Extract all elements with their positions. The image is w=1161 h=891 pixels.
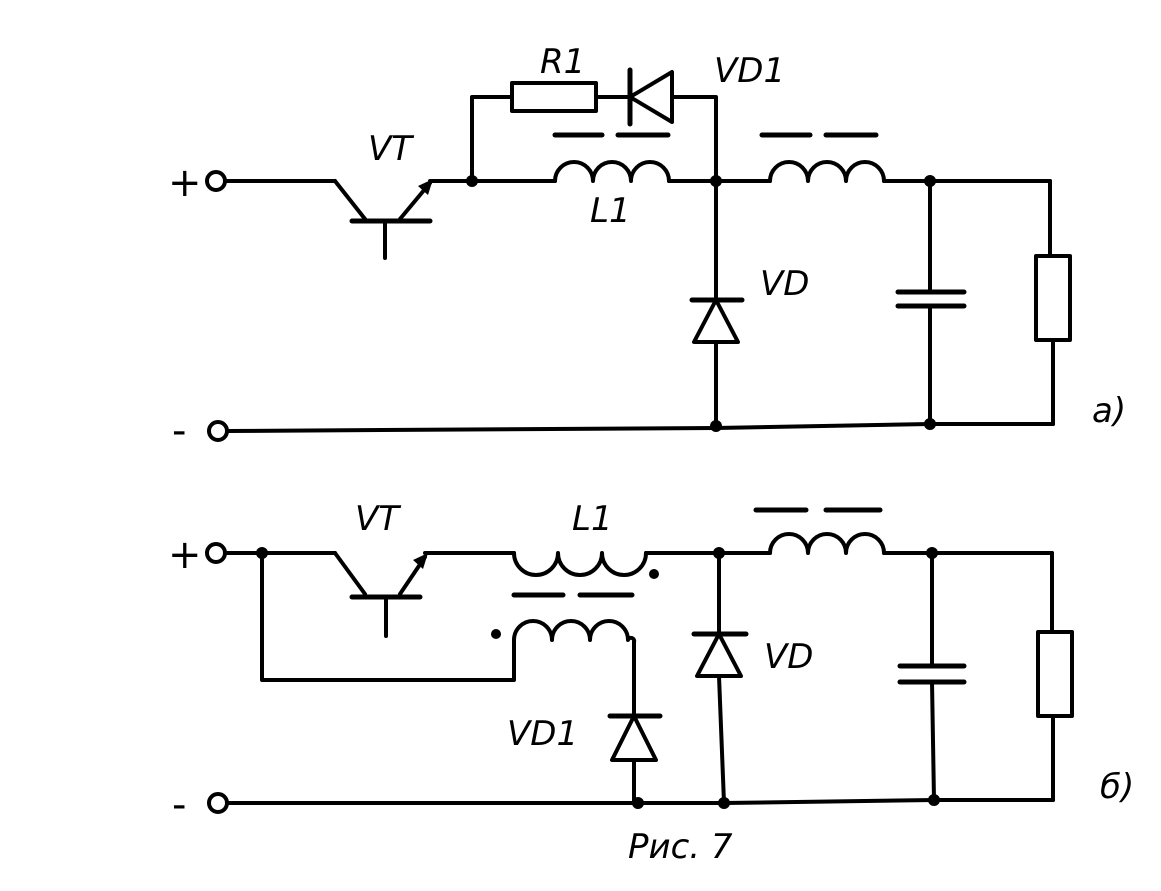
- circuit-b-minus-sign: -: [172, 782, 186, 828]
- circuit-a-ground-node: [710, 420, 722, 432]
- circuit-a: + - VT R1 VD1: [168, 42, 1126, 454]
- circuit-a-resistor-r1: [510, 81, 598, 113]
- figure-caption: Рис. 7: [628, 827, 733, 867]
- circuit-a-load-resistor: [1034, 179, 1072, 426]
- circuit-a-diode-vd: [689, 179, 745, 426]
- circuit-a-minus-sign: -: [172, 408, 186, 454]
- circuit-b-label-vd: VD: [764, 637, 813, 677]
- circuit-a-label-l1: L1: [590, 191, 631, 231]
- circuit-b-load-resistor: [1036, 551, 1074, 802]
- circuit-a-plus-sign: +: [168, 160, 202, 206]
- circuit-a-minus-terminal: [207, 420, 229, 442]
- circuit-a-label-r1: R1: [540, 42, 585, 82]
- circuit-a-transistor-vt: [224, 179, 557, 260]
- circuit-a-label-vt: VT: [368, 129, 414, 169]
- circuit-b-plus-terminal: [205, 542, 227, 564]
- circuit-b-diode-vd: [691, 551, 749, 809]
- circuit-b-ground-rail: [225, 798, 1055, 805]
- circuit-a-diode-vd1: [628, 70, 674, 124]
- circuit-b-plus-sign: +: [168, 532, 202, 578]
- circuit-a-output-choke: [759, 132, 1052, 183]
- circuit-b-primary-winding: [512, 551, 648, 577]
- circuit-b-output-choke: [753, 507, 1054, 555]
- circuit-b-primary-dot: [649, 569, 659, 579]
- circuit-a-plus-terminal: [205, 170, 227, 192]
- circuit-b: + - VT L1: [168, 499, 1134, 828]
- circuit-b-label-vt: VT: [355, 499, 401, 539]
- circuit-a-label-vd: VD: [760, 264, 809, 304]
- circuit-b-base-loop: [260, 551, 516, 682]
- circuit-b-capacitor: [897, 547, 967, 806]
- circuit-a-bypass-branch: [466, 67, 718, 187]
- circuit-b-label-l1: L1: [572, 499, 613, 539]
- circuit-a-label-vd1: VD1: [714, 51, 785, 91]
- circuit-b-secondary-winding: [512, 619, 637, 644]
- circuit-b-secondary-dot: [491, 629, 501, 639]
- circuit-b-transistor-vt: [333, 551, 516, 638]
- circuit-b-label-vd1: VD1: [507, 714, 578, 754]
- circuit-b-panel-label: б): [1100, 767, 1134, 807]
- circuit-b-transformer-l1: [491, 551, 772, 718]
- circuit-b-diode-vd1: [607, 713, 663, 809]
- circuit-b-minus-terminal: [207, 792, 229, 814]
- circuit-a-capacitor: [895, 175, 967, 430]
- circuit-a-panel-label: а): [1092, 391, 1126, 431]
- circuit-a-inductor-l1: [552, 132, 772, 183]
- circuit-a-ground-rail: [225, 422, 1055, 433]
